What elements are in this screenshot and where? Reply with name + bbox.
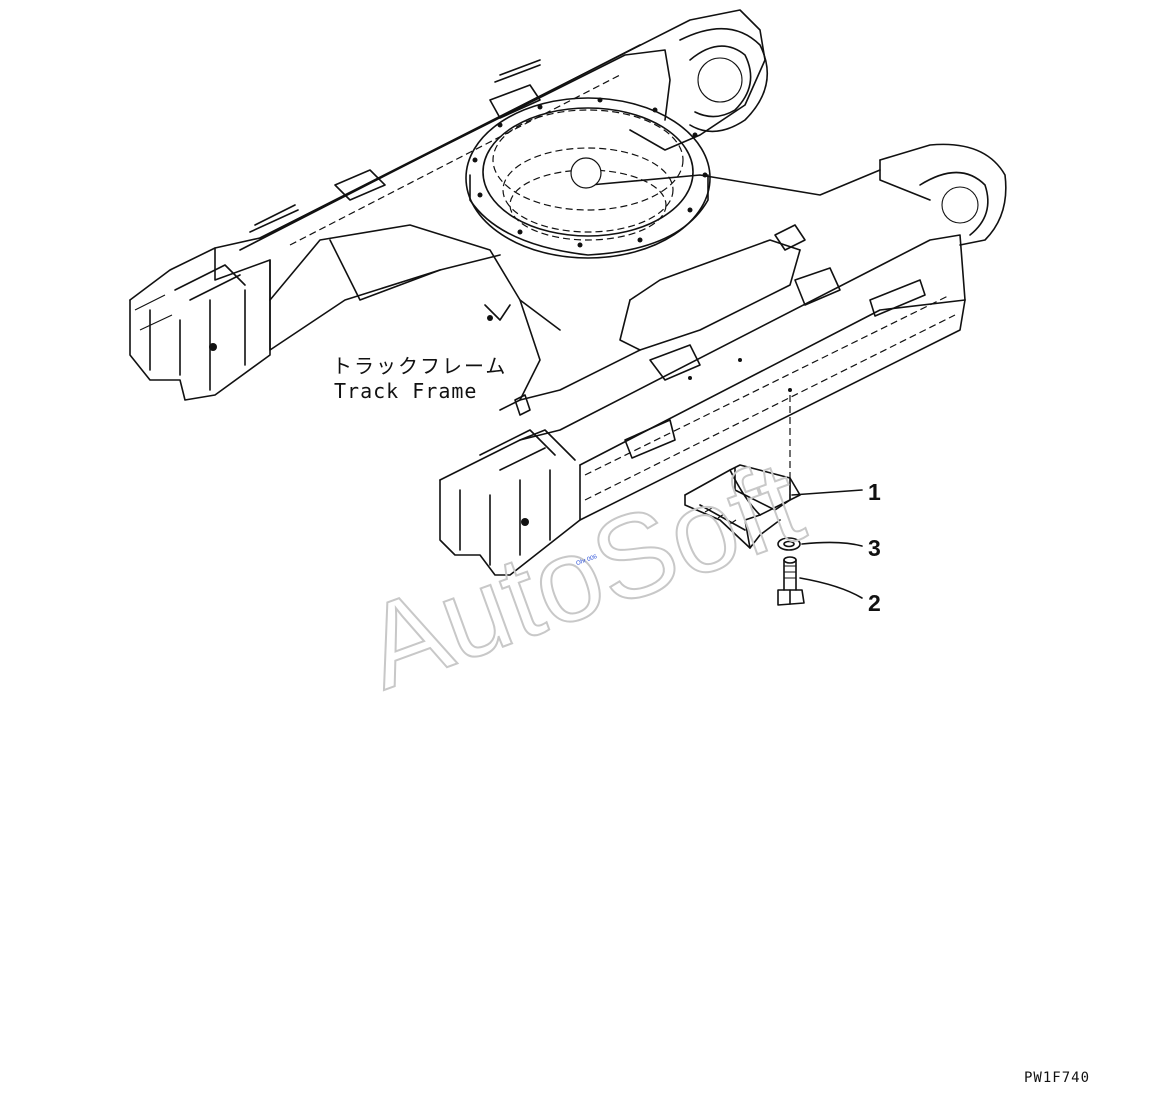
frame-label-english: Track Frame xyxy=(334,379,477,403)
svg-text:AutoSoft: AutoSoft xyxy=(348,436,818,715)
callout-number-2: 2 xyxy=(868,590,881,616)
drawing-code: PW1F740 xyxy=(1024,1070,1090,1086)
track-guard-part xyxy=(684,395,801,549)
frame-label-japanese: トラックフレーム xyxy=(332,354,507,378)
callout-leaders xyxy=(791,489,863,599)
washer-part xyxy=(777,537,801,551)
track-frame-outline xyxy=(129,9,1007,576)
watermark: AutoSoft xyxy=(347,435,819,716)
callout-number-1: 1 xyxy=(868,479,881,505)
callout-number-3: 3 xyxy=(868,535,881,561)
bolt-part xyxy=(777,556,805,606)
